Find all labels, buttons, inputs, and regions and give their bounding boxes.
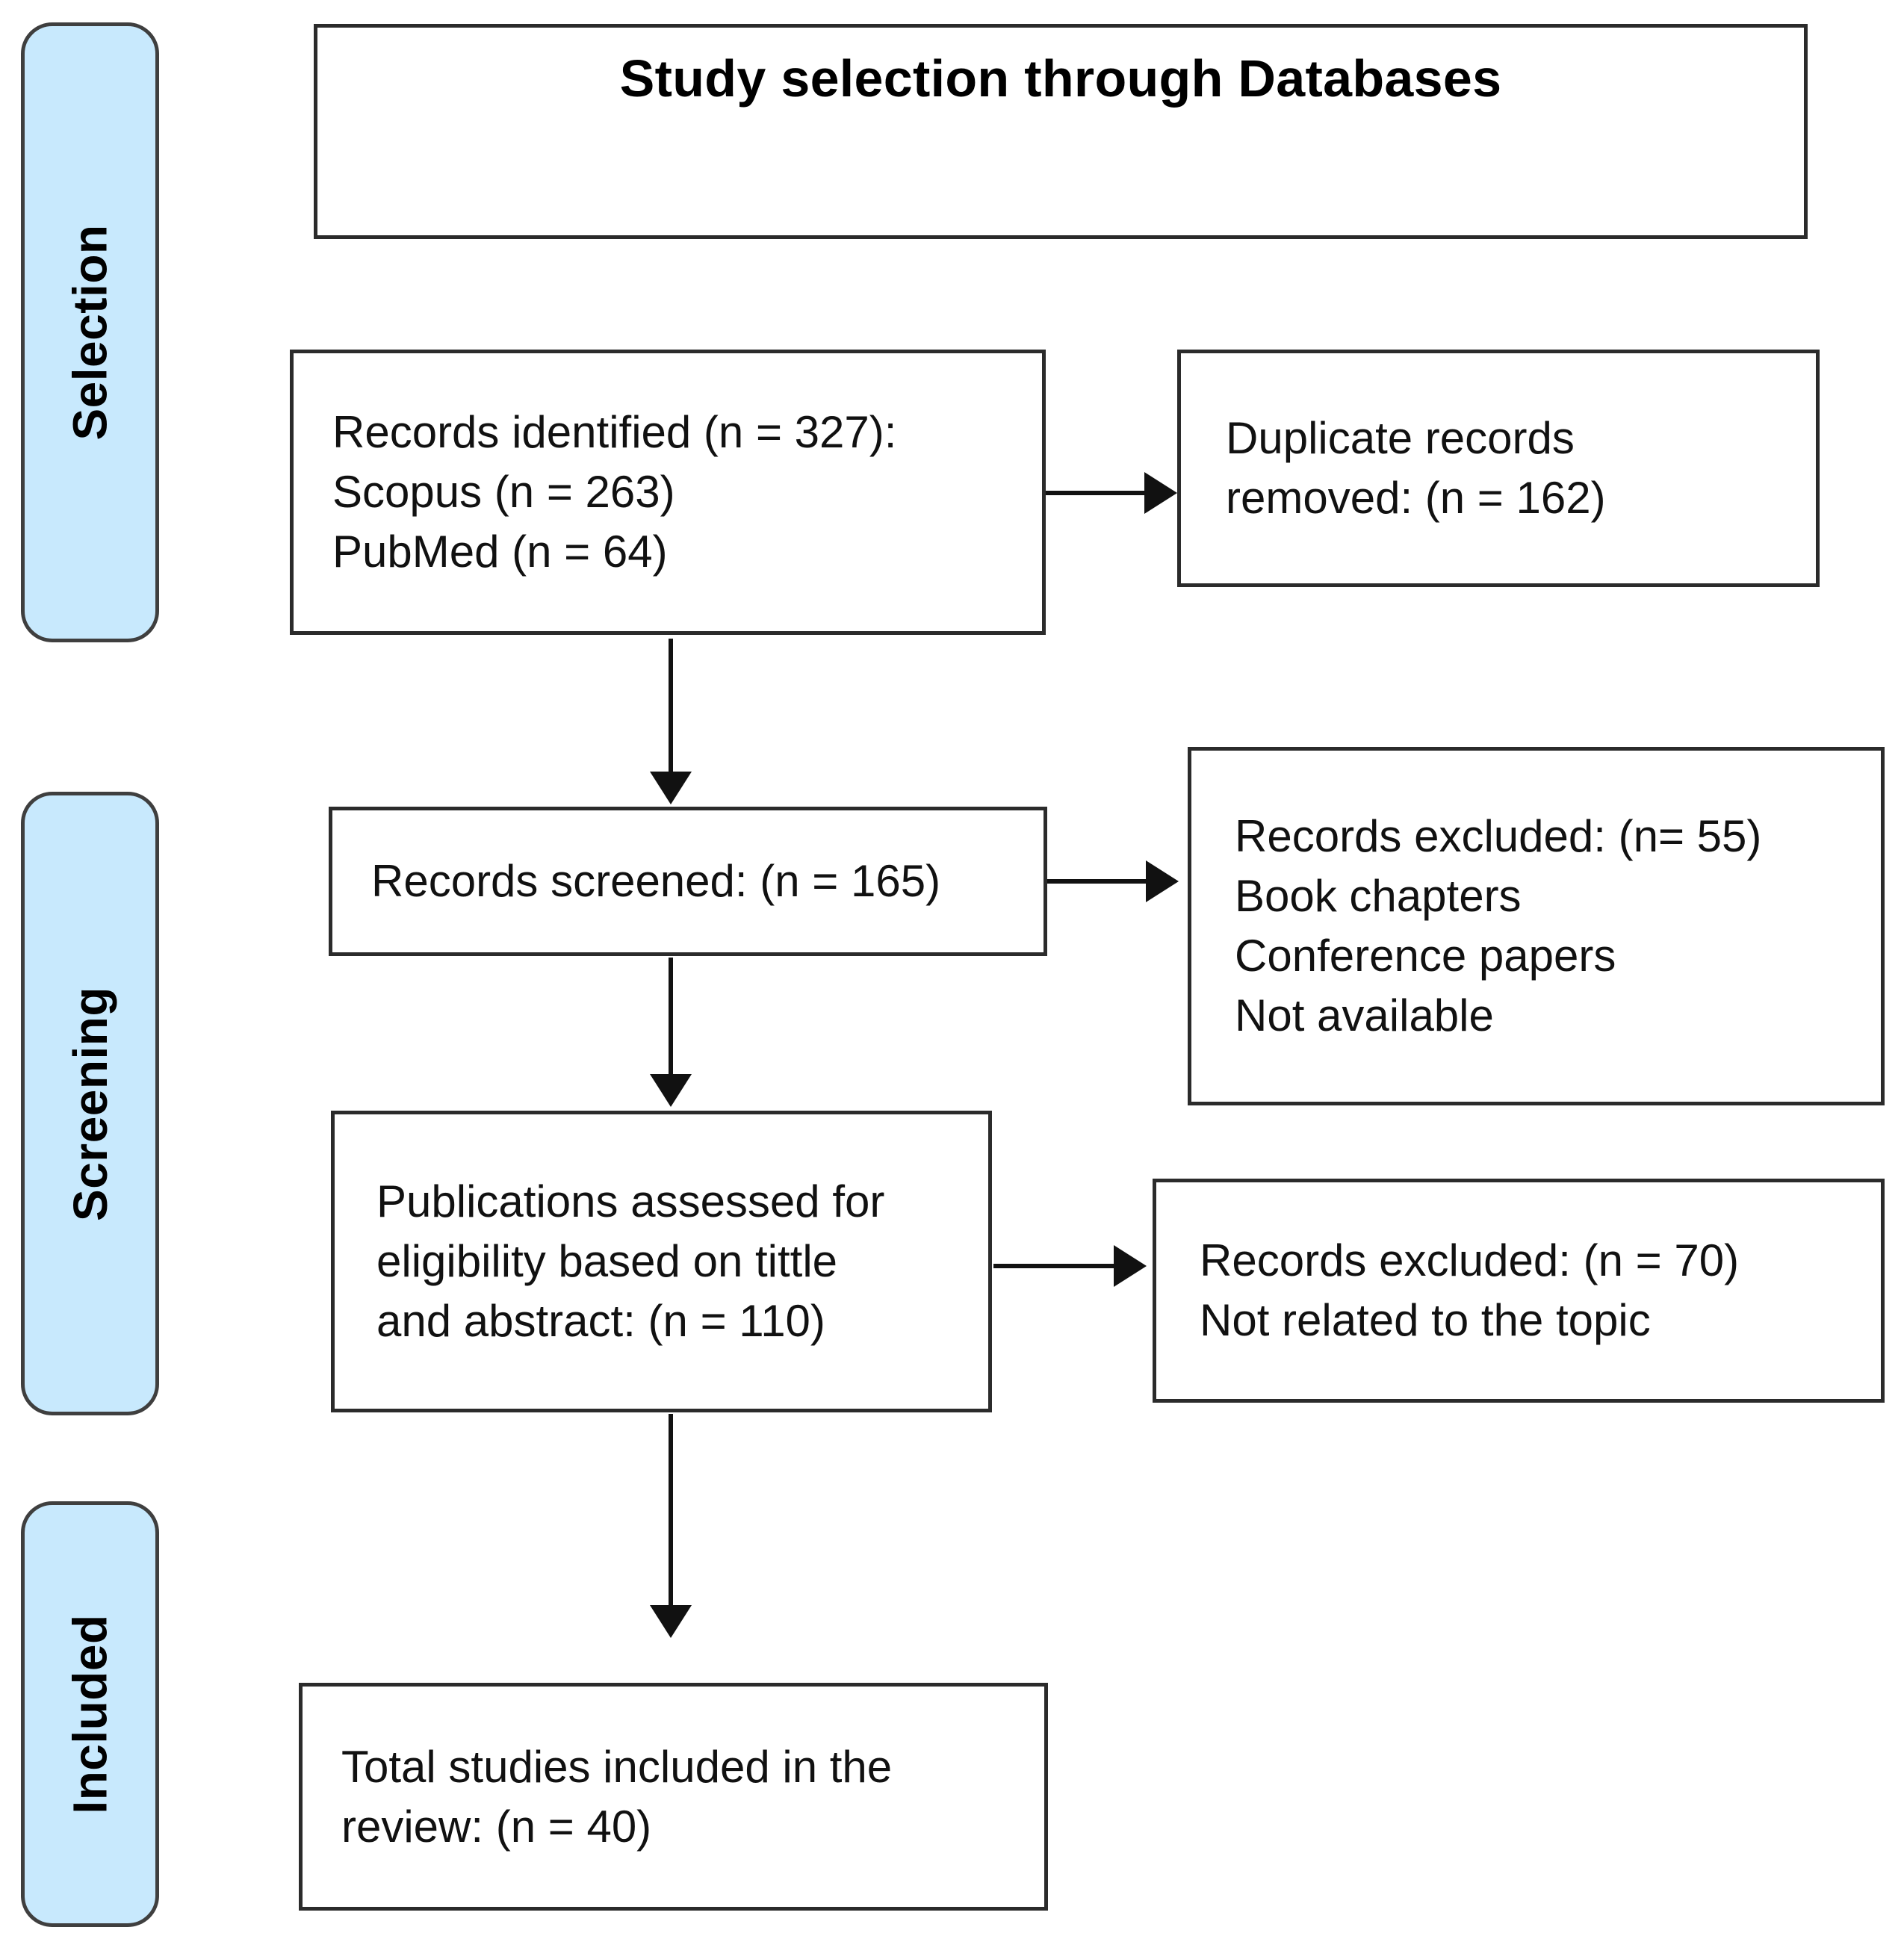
records-identified-line-1: Records identified (n = 327): xyxy=(332,407,897,458)
excluded-screening-line-4: Not available xyxy=(1235,990,1494,1040)
stage-label-included: Included xyxy=(63,1614,117,1814)
excluded-screening-line-2: Book chapters xyxy=(1235,871,1522,922)
stage-pill-included: Included xyxy=(21,1501,159,1927)
excluded-screening-line-1: Records excluded: (n= 55) xyxy=(1235,811,1762,862)
box-duplicate-records-removed: Duplicate records removed: (n = 162) xyxy=(1177,350,1820,587)
box-records-identified: Records identified (n = 327): Scopus (n … xyxy=(290,350,1046,635)
arrow-head xyxy=(1144,472,1177,514)
diagram-title-box: Study selection through Databases xyxy=(314,24,1808,239)
records-screened-line-1: Records screened: (n = 165) xyxy=(371,856,941,907)
arrow-head xyxy=(1146,860,1179,902)
arrow-head xyxy=(650,772,692,804)
box-records-excluded-eligibility: Records excluded: (n = 70) Not related t… xyxy=(1153,1179,1885,1403)
arrow-shaft xyxy=(669,639,673,775)
eligibility-line-2: eligibility based on tittle xyxy=(376,1236,838,1287)
stage-label-selection: Selection xyxy=(63,224,117,441)
stage-pill-selection: Selection xyxy=(21,22,159,642)
arrow-head xyxy=(650,1074,692,1107)
eligibility-line-1: Publications assessed for xyxy=(376,1176,885,1227)
arrow-shaft xyxy=(669,1414,673,1608)
box-publications-assessed-eligibility: Publications assessed for eligibility ba… xyxy=(331,1111,992,1412)
arrow-screened-to-eligibility xyxy=(648,958,693,1107)
included-total-line-1: Total studies included in the xyxy=(341,1741,893,1792)
arrow-head xyxy=(650,1605,692,1638)
records-identified-line-2: Scopus (n = 263) xyxy=(332,467,675,518)
arrow-shaft xyxy=(1046,491,1150,495)
box-records-excluded-screening: Records excluded: (n= 55) Book chapters … xyxy=(1188,747,1885,1105)
box-records-screened: Records screened: (n = 165) xyxy=(329,807,1047,956)
arrow-eligibility-to-excluded xyxy=(993,1244,1147,1288)
arrow-shaft xyxy=(993,1264,1114,1268)
excluded-eligibility-line-2: Not related to the topic xyxy=(1200,1295,1651,1345)
records-identified-line-3: PubMed (n = 64) xyxy=(332,526,668,577)
excluded-eligibility-line-1: Records excluded: (n = 70) xyxy=(1200,1235,1740,1286)
duplicates-removed-line-2: removed: (n = 162) xyxy=(1226,473,1606,523)
page-title: Study selection through Databases xyxy=(619,49,1502,108)
arrow-head xyxy=(1114,1245,1147,1287)
eligibility-line-3: and abstract: (n = 110) xyxy=(376,1295,825,1346)
duplicates-removed-line-1: Duplicate records xyxy=(1226,413,1575,464)
box-total-studies-included: Total studies included in the review: (n… xyxy=(299,1683,1048,1911)
arrow-shaft xyxy=(1047,879,1152,884)
stage-pill-screening: Screening xyxy=(21,792,159,1415)
excluded-screening-line-3: Conference papers xyxy=(1235,931,1616,981)
stage-label-screening: Screening xyxy=(63,986,117,1221)
arrow-screened-to-excluded xyxy=(1047,859,1179,904)
arrow-identified-to-screened xyxy=(648,639,693,804)
included-total-line-2: review: (n = 40) xyxy=(341,1801,652,1852)
arrow-identified-to-duplicates xyxy=(1046,471,1177,515)
arrow-shaft xyxy=(669,958,673,1077)
arrow-eligibility-to-included xyxy=(648,1414,693,1638)
